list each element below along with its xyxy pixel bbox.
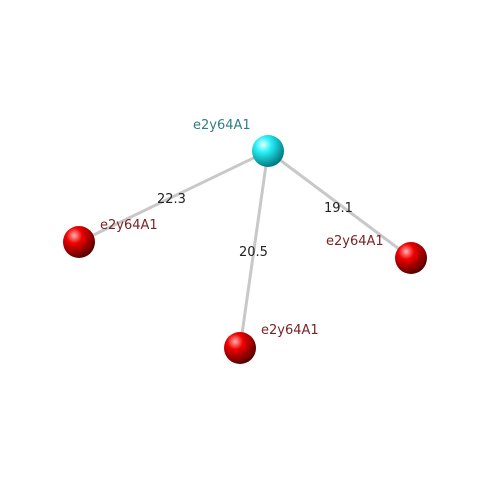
node-left[interactable]	[63, 226, 95, 258]
edge-label-center-left: 22.3	[157, 192, 186, 207]
nodes-layer	[63, 135, 427, 364]
edges-layer	[78, 149, 412, 349]
node-label-center: e2y64A1	[193, 118, 251, 133]
edge-center-left	[78, 149, 269, 244]
node-center[interactable]	[252, 135, 284, 167]
node-label-right: e2y64A1	[326, 234, 384, 249]
edge-center-bottom	[238, 150, 270, 349]
edge-center-right	[267, 149, 412, 260]
node-label-left: e2y64A1	[100, 218, 158, 233]
edge-label-center-right: 19.1	[324, 201, 353, 216]
node-labels-layer: e2y64A1 e2y64A1 e2y64A1 e2y64A1	[100, 118, 384, 338]
edge-labels-layer: 22.3 20.5 19.1	[157, 192, 353, 260]
node-right[interactable]	[395, 242, 427, 274]
edge-label-center-bottom: 20.5	[239, 245, 268, 260]
node-bottom[interactable]	[224, 332, 256, 364]
node-label-bottom: e2y64A1	[261, 323, 319, 338]
